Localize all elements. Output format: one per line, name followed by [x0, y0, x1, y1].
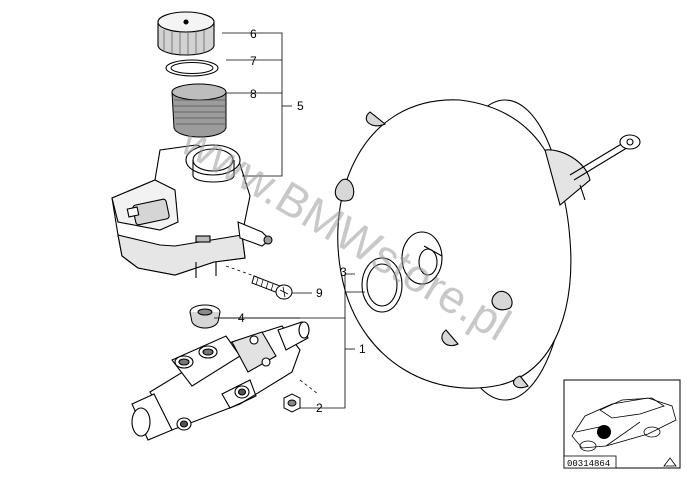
grommet: [189, 304, 221, 329]
callout-5: 5: [297, 99, 304, 113]
callout-labels: 6 7 8 5 3 9 4 1 2: [238, 27, 366, 415]
brake-master-cylinder: [131, 321, 310, 441]
screw: [251, 275, 293, 300]
hex-nut: [283, 393, 301, 413]
seal-ring: [361, 257, 403, 313]
brake-booster: [334, 99, 641, 401]
callout-1: 1: [359, 342, 366, 356]
vehicle-location-inset: 00314864: [563, 379, 681, 469]
cap-seal-ring: [165, 59, 219, 77]
callout-8: 8: [250, 87, 257, 101]
callout-9: 9: [316, 286, 323, 300]
diagram-number: 00314864: [567, 459, 610, 469]
strainer-filter: [171, 83, 227, 138]
leader-lines: [214, 32, 365, 409]
triangle-icon: [663, 457, 677, 467]
brake-fluid-reservoir: [111, 144, 273, 278]
callout-2: 2: [316, 401, 323, 415]
callout-6: 6: [250, 27, 257, 41]
reservoir-cap: [157, 11, 215, 56]
callout-3: 3: [340, 265, 347, 279]
callout-7: 7: [250, 54, 257, 68]
location-marker-icon: [597, 425, 611, 439]
callout-4: 4: [238, 311, 245, 325]
